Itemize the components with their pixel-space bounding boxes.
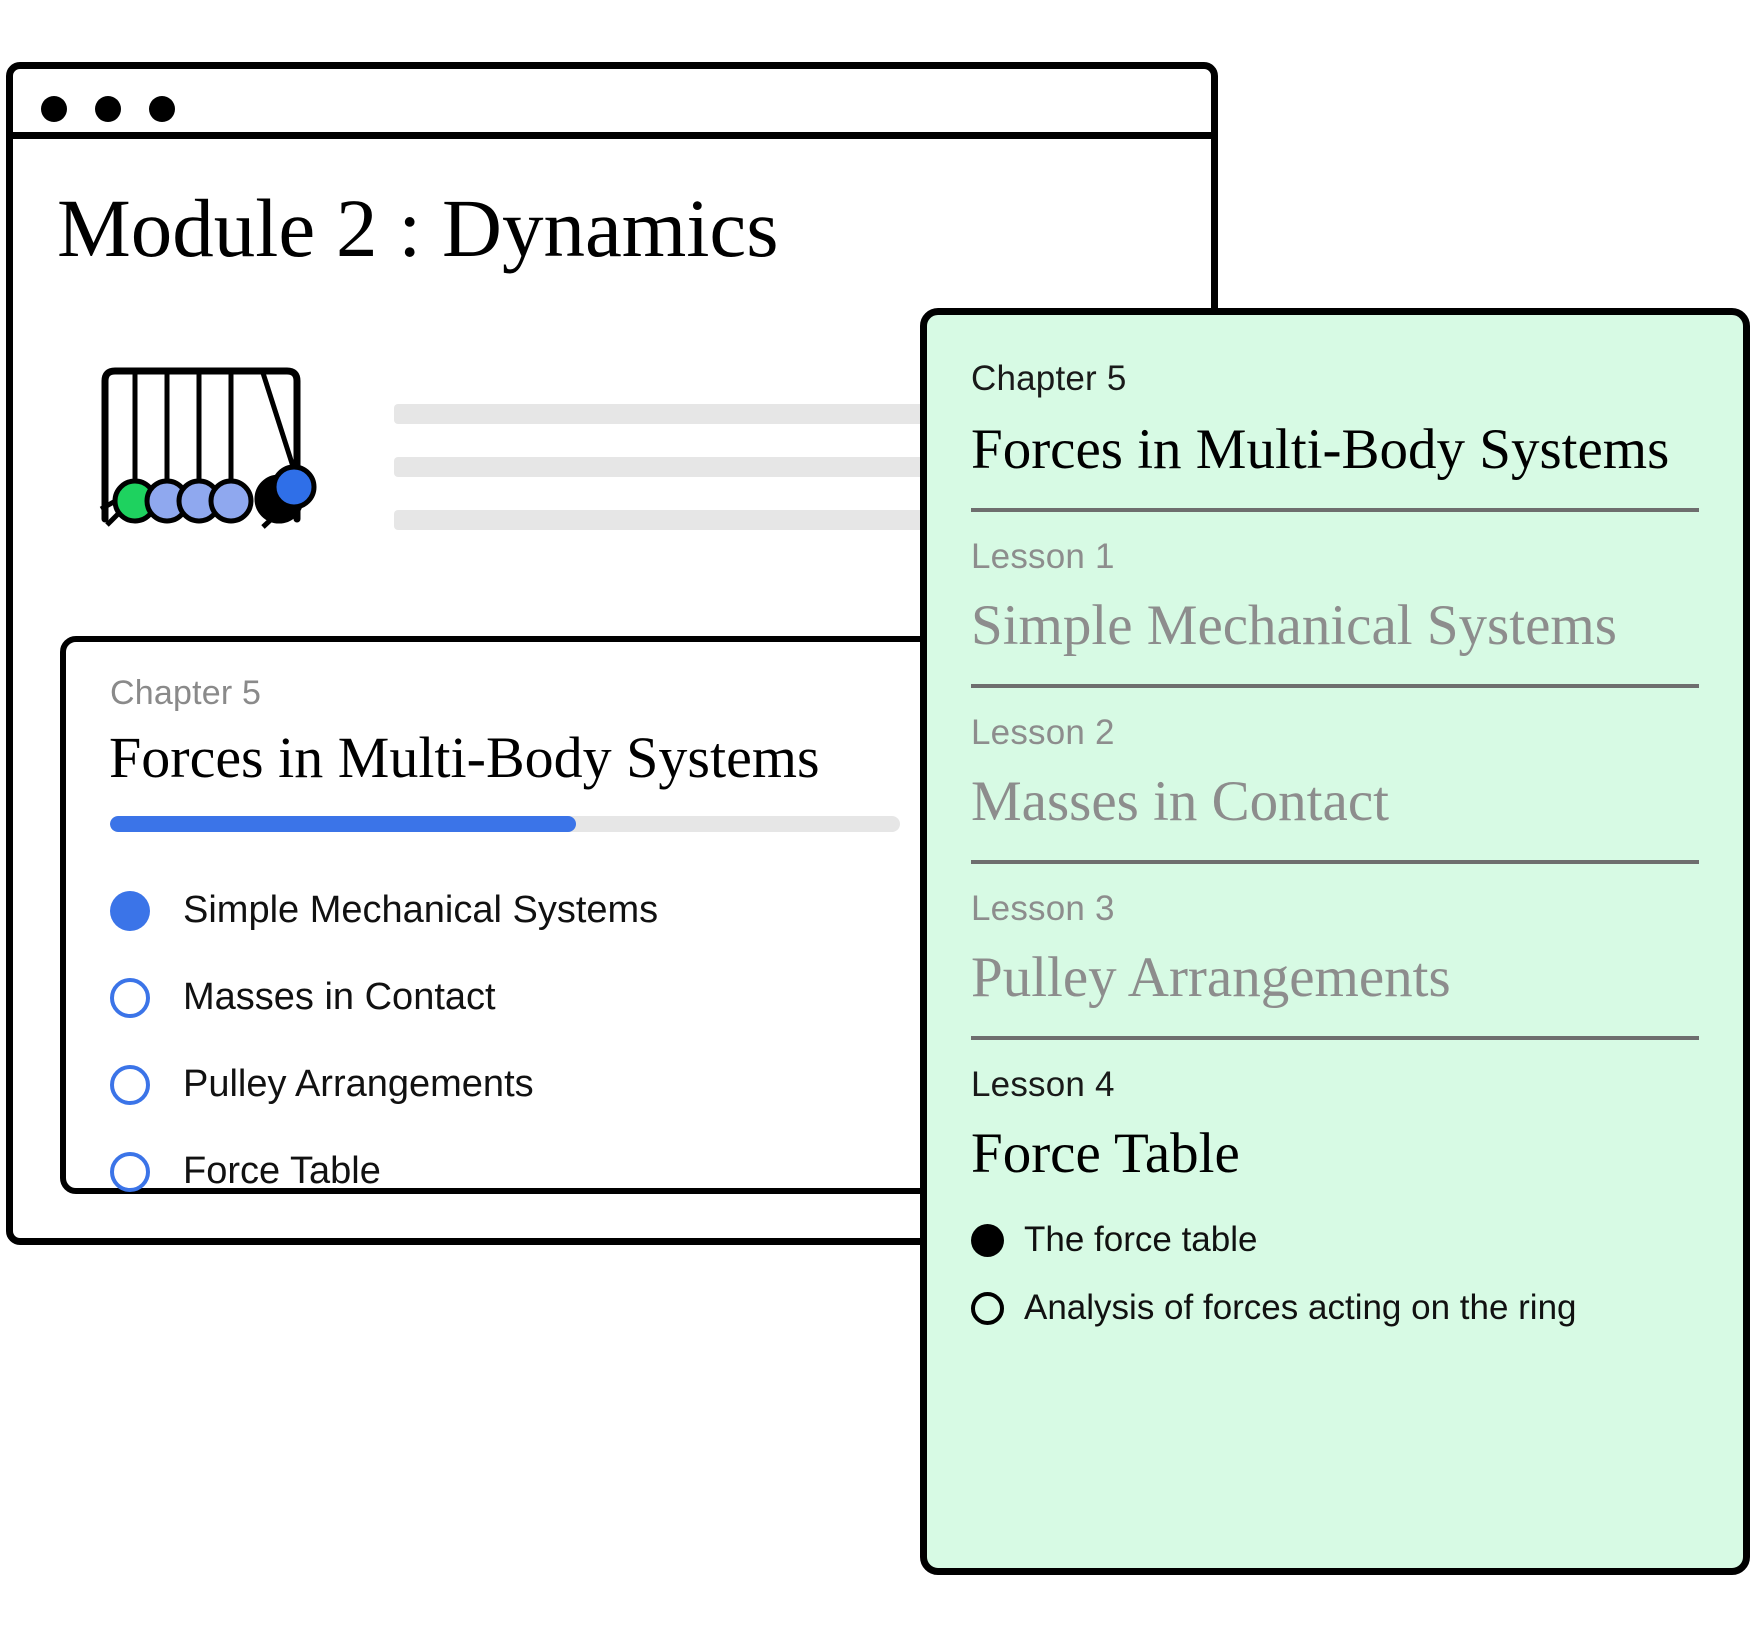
- lesson-title: Simple Mechanical Systems: [971, 594, 1617, 657]
- lesson-eyebrow: Lesson 4: [971, 1065, 1115, 1104]
- close-dot-icon[interactable]: [41, 96, 67, 122]
- list-item[interactable]: Pulley Arrangements: [110, 1041, 1010, 1128]
- topic-label: Analysis of forces acting on the ring: [1024, 1288, 1577, 1327]
- panel-lesson-2[interactable]: Lesson 2 Masses in Contact: [971, 688, 1699, 834]
- topic-label: The force table: [1024, 1220, 1258, 1259]
- panel-chapter-title: Forces in Multi-Body Systems: [971, 418, 1670, 481]
- lesson-eyebrow: Lesson 3: [971, 889, 1115, 928]
- chapter-outline-panel: Chapter 5 Forces in Multi-Body Systems L…: [920, 308, 1750, 1575]
- panel-lesson-1[interactable]: Lesson 1 Simple Mechanical Systems: [971, 512, 1699, 658]
- panel-lesson-3[interactable]: Lesson 3 Pulley Arrangements: [971, 864, 1699, 1010]
- panel-chapter-eyebrow: Chapter 5: [971, 359, 1127, 398]
- lesson-radio-list: Simple Mechanical Systems Masses in Cont…: [110, 867, 1010, 1215]
- lesson-title: Force Table: [971, 1122, 1240, 1185]
- list-item[interactable]: Force Table: [110, 1128, 1010, 1215]
- progress-bar-fill: [110, 816, 577, 832]
- radio-unselected-icon[interactable]: [110, 1064, 150, 1105]
- list-item[interactable]: Masses in Contact: [110, 954, 1010, 1041]
- page-title: Module 2 : Dynamics: [57, 182, 779, 274]
- lesson-topic-list: The force table Analysis of forces actin…: [971, 1220, 1699, 1328]
- list-item[interactable]: The force table: [971, 1220, 1699, 1260]
- lesson-title: Masses in Contact: [971, 770, 1389, 833]
- lesson-label: Simple Mechanical Systems: [183, 889, 659, 931]
- lesson-label: Force Table: [183, 1150, 381, 1192]
- chapter-title: Forces in Multi-Body Systems: [109, 725, 820, 790]
- minimize-dot-icon[interactable]: [95, 96, 121, 122]
- bullet-unselected-icon[interactable]: [971, 1291, 1004, 1325]
- lesson-label: Pulley Arrangements: [183, 1063, 534, 1105]
- progress-bar[interactable]: [110, 816, 900, 832]
- maximize-dot-icon[interactable]: [149, 96, 175, 122]
- lesson-label: Masses in Contact: [183, 976, 496, 1018]
- radio-unselected-icon[interactable]: [110, 1151, 150, 1192]
- chapter-progress-card: Chapter 5 Forces in Multi-Body Systems S…: [60, 636, 1070, 1194]
- divider: [971, 684, 1699, 688]
- lesson-eyebrow: Lesson 1: [971, 537, 1115, 576]
- divider: [971, 860, 1699, 864]
- radio-unselected-icon[interactable]: [110, 977, 150, 1018]
- window-titlebar: [13, 69, 1211, 139]
- lesson-eyebrow: Lesson 2: [971, 713, 1115, 752]
- chapter-eyebrow: Chapter 5: [110, 674, 262, 712]
- divider: [971, 1036, 1699, 1040]
- newtons-cradle-illustration: [91, 359, 321, 539]
- divider: [971, 508, 1699, 512]
- bullet-selected-icon[interactable]: [971, 1223, 1004, 1257]
- panel-lesson-4[interactable]: Lesson 4 Force Table The force table Ana…: [971, 1040, 1699, 1328]
- list-item[interactable]: Simple Mechanical Systems: [110, 867, 1010, 954]
- lesson-title: Pulley Arrangements: [971, 946, 1451, 1009]
- list-item[interactable]: Analysis of forces acting on the ring: [971, 1288, 1699, 1328]
- radio-selected-icon[interactable]: [110, 890, 150, 931]
